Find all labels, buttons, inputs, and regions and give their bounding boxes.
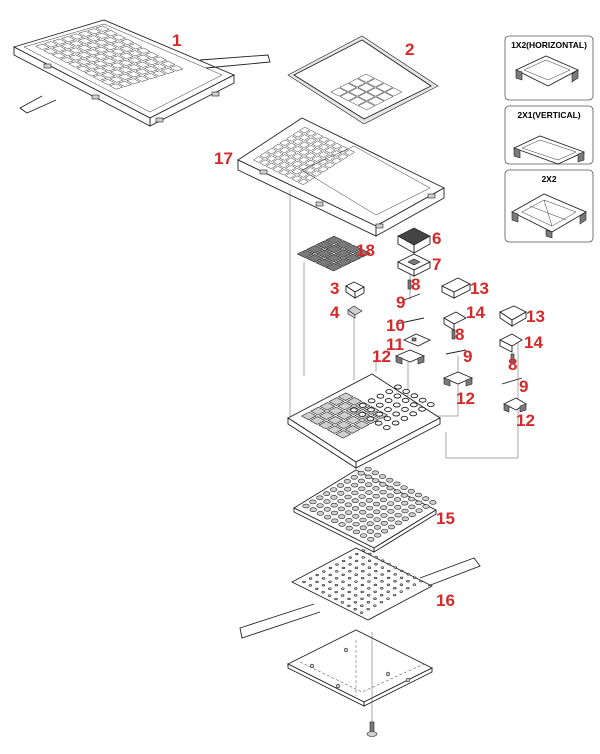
- callout-1: 1: [172, 31, 181, 50]
- legend-box-2x1-vertical: 2X1(VERTICAL): [504, 105, 594, 165]
- callout-13-b: 13: [526, 307, 545, 326]
- stabilizer-assembly-b: [440, 277, 474, 387]
- callout-12-b: 12: [456, 389, 475, 408]
- callout-9-c: 9: [519, 377, 528, 396]
- part-6-large-keycap: [397, 227, 431, 254]
- callout-14-b: 14: [524, 333, 543, 352]
- callout-17: 17: [214, 149, 233, 168]
- callout-6: 6: [432, 229, 441, 248]
- callout-3: 3: [330, 279, 339, 298]
- callout-13-a: 13: [470, 279, 489, 298]
- callout-4: 4: [330, 303, 340, 322]
- legend-box-2x2: 2X2: [504, 169, 594, 243]
- legend-title-2x2: 2X2: [541, 174, 556, 184]
- callout-labels: 1 2 17 6 7 18 3 4 8 9 10 11 12 13 14 8 9…: [172, 31, 545, 610]
- part-3-keycap: [345, 281, 365, 299]
- callout-16: 16: [436, 591, 455, 610]
- switch-plate-with-keys: [287, 373, 441, 469]
- part-1-assembled-keyboard: [12, 19, 271, 127]
- callout-7: 7: [432, 255, 441, 274]
- callout-2: 2: [405, 40, 414, 59]
- part-7-large-key-base: [396, 253, 432, 277]
- callout-12-a: 12: [372, 347, 391, 366]
- callout-9-b: 9: [463, 347, 472, 366]
- callout-8-a: 8: [411, 275, 420, 294]
- part-15-rubber-dome-mat: [293, 466, 437, 553]
- callout-18: 18: [356, 241, 375, 260]
- screw: [366, 721, 378, 737]
- callout-8-b: 8: [455, 325, 464, 344]
- callout-10: 10: [386, 316, 405, 335]
- callout-14-a: 14: [466, 303, 485, 322]
- legend-title-2x1: 2X1(VERTICAL): [517, 110, 580, 120]
- part-17-frame: [237, 117, 445, 237]
- callout-11: 11: [386, 335, 404, 354]
- part-18-keycap-cluster: [296, 235, 371, 272]
- stabilizer-assembly-c: [498, 305, 527, 413]
- callout-15: 15: [436, 509, 455, 528]
- bottom-plate: [286, 629, 434, 736]
- part-2-template-sheet: [287, 35, 439, 125]
- callout-8-c: 8: [508, 355, 517, 374]
- part-16-membrane-circuit: [239, 547, 481, 639]
- part-4-key-stem: [347, 305, 363, 319]
- legend-title-1x2: 1X2(HORIZONTAL): [511, 40, 587, 50]
- stabilizer-assembly-a: [394, 279, 432, 365]
- callout-9-a: 9: [396, 293, 405, 312]
- legend-box-1x2-horizontal: 1X2(HORIZONTAL): [504, 35, 594, 101]
- callout-12-c: 12: [516, 411, 535, 430]
